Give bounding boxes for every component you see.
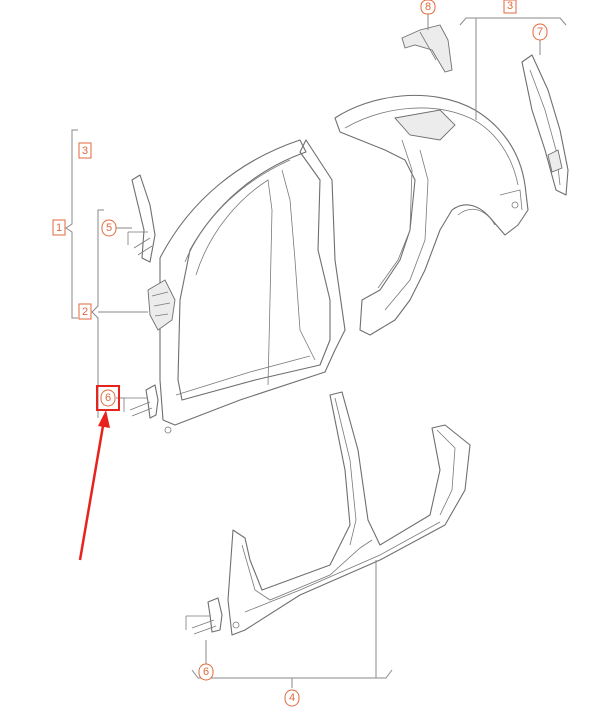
callout-3-top-text: 3 [507,0,513,12]
quarter-panel [334,94,529,336]
reinforcement-part-7 [521,54,569,196]
callout-2: 2 [78,303,92,320]
callout-6-upper: 6 [96,385,120,411]
hinge-part-5 [127,174,156,263]
callout-6-lower-text: 6 [203,666,209,678]
callout-5: 5 [101,219,117,237]
callout-1-text: 1 [56,222,62,234]
callout-3-top: 3 [503,0,517,14]
hinge-part-6-upper [123,384,159,419]
highlight-box [96,385,120,411]
red-pointer-arrow [78,410,110,561]
sill-section [227,391,471,636]
callout-3-left-text: 3 [82,145,88,157]
callout-8: 8 [420,0,436,15]
callout-4: 4 [284,689,300,707]
callout-8-text: 8 [425,1,431,13]
callout-3-left: 3 [78,142,92,159]
callout-4-text: 4 [289,692,295,704]
callout-1: 1 [52,219,66,236]
leader-lines [65,14,567,688]
callout-2-text: 2 [82,306,88,318]
side-panel-front [147,139,346,434]
callout-5-text: 5 [106,222,112,234]
callout-6-lower: 6 [198,663,214,681]
callout-7: 7 [532,23,548,41]
callout-7-text: 7 [537,26,543,38]
callout-6-upper-text: 6 [105,392,111,404]
hinge-part-6-lower [185,597,223,635]
reinforcement-part-8 [401,24,453,73]
